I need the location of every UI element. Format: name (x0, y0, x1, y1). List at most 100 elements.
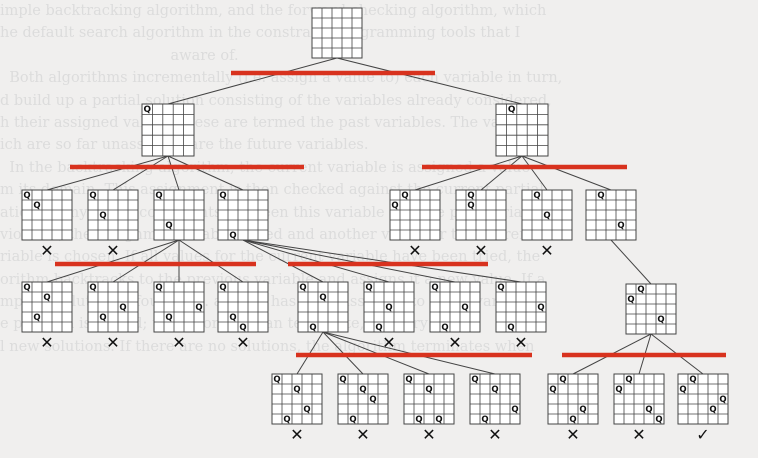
board-frame (613, 373, 665, 425)
queen-icon: Q (99, 313, 106, 323)
queen-icon: Q (461, 303, 468, 313)
tree-edge (336, 57, 523, 105)
dead-end-cross-icon: ✕ (172, 333, 185, 352)
queen-icon: Q (435, 415, 442, 425)
board-b4c1: QQQ (625, 283, 677, 335)
tree-edge (521, 155, 548, 191)
board-frame (495, 281, 547, 333)
board-a3c1: QQQ✕ (21, 281, 73, 352)
dead-end-cross-icon: ✕ (40, 241, 53, 260)
queen-icon: Q (645, 405, 652, 415)
queen-icon: Q (229, 313, 236, 323)
queen-icon: Q (543, 211, 550, 221)
queen-icon: Q (481, 415, 488, 425)
queen-icon: Q (89, 283, 96, 293)
background-text-line: imple backtracking algorithm, and the fo… (0, 3, 547, 19)
board-frame (21, 189, 73, 241)
board-frame (141, 103, 195, 157)
board-a2: QQ✕ (87, 189, 139, 260)
level-cut-lines (55, 70, 726, 358)
background-text-line: orithm backtracks to the previous variab… (0, 271, 546, 288)
background-text-line: riable is chosen. If all values for the … (0, 249, 541, 266)
queen-icon: Q (405, 375, 412, 385)
queen-icon: Q (385, 303, 392, 313)
dead-end-cross-icon: ✕ (106, 333, 119, 352)
tree-edge (46, 239, 180, 283)
board-frame (153, 189, 205, 241)
queen-icon: Q (165, 221, 172, 231)
queen-icon: Q (143, 105, 151, 115)
dead-end-cross-icon: ✕ (448, 333, 461, 352)
dead-end-cross-icon: ✕ (422, 425, 435, 444)
board-b2: QQ ✕ (455, 189, 507, 260)
tree-edge (112, 239, 180, 283)
tree-edge (178, 239, 244, 283)
queen-icon: Q (533, 191, 540, 201)
board-b3: QQ ✕ (521, 189, 573, 260)
board-frame (521, 189, 573, 241)
queen-icon: Q (549, 385, 556, 395)
dead-end-cross-icon: ✕ (566, 425, 579, 444)
board-frame (429, 281, 481, 333)
board-frame (21, 281, 73, 333)
dead-end-cross-icon: ✕ (290, 425, 303, 444)
queen-icon: Q (559, 375, 566, 385)
tree-edge (480, 155, 523, 191)
queen-icon: Q (155, 191, 162, 201)
board-r1a: Q (141, 103, 195, 157)
board-a3c4: QQQ✕ (217, 281, 269, 352)
queen-icon: Q (369, 395, 376, 405)
board-r1b: Q (495, 103, 549, 157)
dead-end-cross-icon: ✕ (236, 333, 249, 352)
tree-edge (242, 239, 522, 283)
board-a4: QQ (217, 189, 269, 241)
board-frame (87, 189, 139, 241)
queen-icon: Q (441, 323, 448, 333)
dead-end-cross-icon: ✕ (632, 425, 645, 444)
queen-icon: Q (615, 385, 622, 395)
queen-icon: Q (511, 405, 518, 415)
queen-icon: Q (391, 201, 398, 211)
tree-edge (242, 239, 456, 283)
queen-icon: Q (415, 415, 422, 425)
dead-end-cross-icon: ✕ (356, 425, 369, 444)
board-root (311, 7, 363, 59)
queen-icon: Q (537, 303, 544, 313)
queen-icon: Q (23, 283, 30, 293)
queen-icon: Q (349, 415, 356, 425)
board-frame (87, 281, 139, 333)
tree-edge (521, 155, 612, 191)
tree-edge (414, 155, 523, 191)
queen-icon: Q (467, 191, 474, 201)
queen-icon: Q (119, 303, 126, 313)
queen-icon: Q (471, 375, 478, 385)
dead-end-cross-icon: ✕ (40, 333, 53, 352)
board-frame (153, 281, 205, 333)
queen-icon: Q (709, 405, 716, 415)
queen-icon: Q (719, 395, 726, 405)
board-frame (311, 7, 363, 59)
queen-icon: Q (319, 293, 326, 303)
queen-icon: Q (339, 375, 346, 385)
queen-icon: Q (467, 201, 474, 211)
queen-icon: Q (33, 313, 40, 323)
dead-end-cross-icon: ✕ (474, 241, 487, 260)
dead-end-cross-icon: ✕ (540, 241, 553, 260)
queen-icon: Q (657, 315, 664, 325)
queen-icon: Q (689, 375, 696, 385)
queen-icon: Q (195, 303, 202, 313)
queen-icon: Q (637, 285, 644, 295)
queen-icon: Q (508, 105, 516, 115)
queen-icon: Q (273, 375, 280, 385)
tree-edge (46, 155, 169, 191)
tree-edge (112, 155, 169, 191)
queen-icon: Q (293, 385, 300, 395)
tree-edge (242, 239, 390, 283)
queen-icon: Q (89, 191, 96, 201)
queen-icon: Q (43, 293, 50, 303)
queen-icon: Q (299, 283, 306, 293)
board-frame (585, 189, 637, 241)
